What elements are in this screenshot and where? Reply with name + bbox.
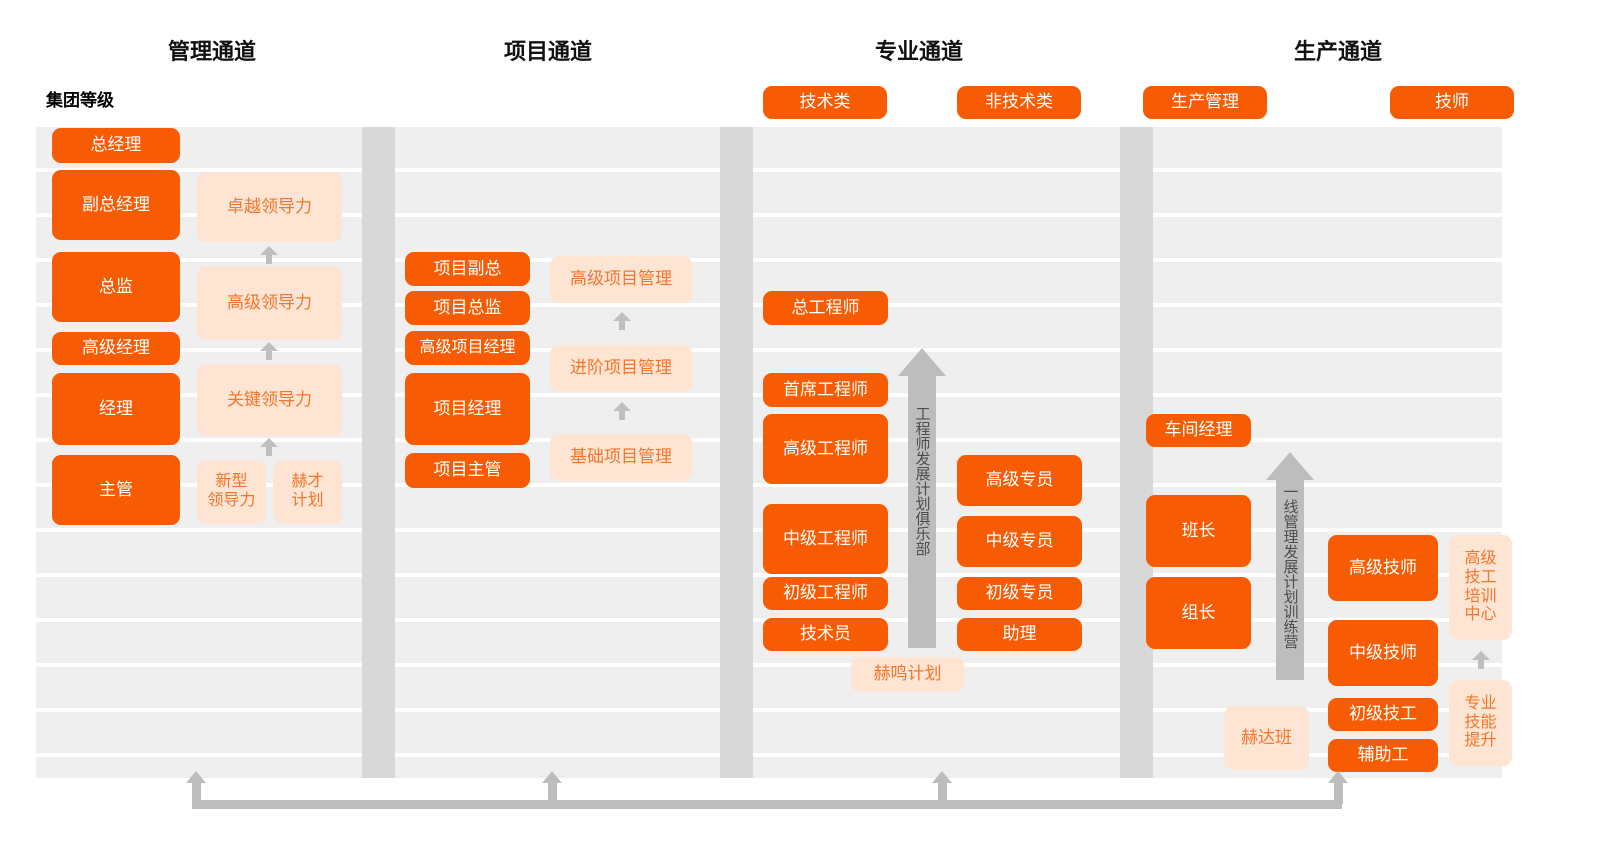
position-chief-engineer[interactable]: 总工程师 xyxy=(763,291,888,325)
position-principal-engineer[interactable]: 首席工程师 xyxy=(763,373,888,407)
arrow-up-icon xyxy=(542,771,562,783)
position-senior-specialist[interactable]: 高级专员 xyxy=(957,455,1082,506)
program-senior-project-mgmt[interactable]: 高级项目管理 xyxy=(550,256,692,303)
vertical-arrow-label: 一线管理发展计划训练营 xyxy=(1281,484,1299,649)
rail-tick xyxy=(192,782,201,804)
position-project-manager[interactable]: 项目经理 xyxy=(405,373,530,445)
position-senior-technician[interactable]: 高级技师 xyxy=(1328,535,1438,601)
position-mid-specialist[interactable]: 中级专员 xyxy=(957,516,1082,567)
position-project-supervisor[interactable]: 项目主管 xyxy=(405,453,530,488)
program-new-leadership[interactable]: 新型 领导力 xyxy=(197,460,266,524)
vertical-arrow-engineer-club: 工程师发展计划俱乐部 xyxy=(898,348,946,648)
vertical-arrow-frontline-camp: 一线管理发展计划训练营 xyxy=(1266,452,1314,680)
position-deputy-gm[interactable]: 副总经理 xyxy=(52,170,180,240)
column-divider xyxy=(1120,127,1153,778)
position-mid-engineer[interactable]: 中级工程师 xyxy=(763,504,888,574)
channel-title-professional: 专业通道 xyxy=(874,39,964,64)
position-junior-specialist[interactable]: 初级专员 xyxy=(957,577,1082,610)
position-senior-manager[interactable]: 高级经理 xyxy=(52,332,180,365)
program-senior-tech-training-center[interactable]: 高级 技工 培训 中心 xyxy=(1449,535,1512,640)
rail-tick xyxy=(548,782,557,804)
position-senior-engineer[interactable]: 高级工程师 xyxy=(763,414,888,484)
position-general-manager[interactable]: 总经理 xyxy=(52,128,180,163)
program-senior-leadership[interactable]: 高级领导力 xyxy=(197,266,342,340)
position-director[interactable]: 总监 xyxy=(52,252,180,322)
position-project-vp[interactable]: 项目副总 xyxy=(405,252,530,286)
position-supervisor[interactable]: 主管 xyxy=(52,455,180,525)
sub-channel-technician[interactable]: 技师 xyxy=(1390,86,1514,119)
row-band xyxy=(36,127,1502,168)
rail-tick xyxy=(1334,782,1343,804)
program-excellent-leadership[interactable]: 卓越领导力 xyxy=(197,172,342,242)
arrow-up-icon xyxy=(186,771,206,783)
program-heming-plan[interactable]: 赫鸣计划 xyxy=(851,657,964,692)
arrow-up-icon xyxy=(1328,771,1348,783)
position-junior-technician[interactable]: 初级技工 xyxy=(1328,698,1438,731)
column-divider xyxy=(720,127,753,778)
program-key-leadership[interactable]: 关键领导力 xyxy=(197,364,342,436)
arrow-up-icon xyxy=(932,771,952,783)
program-advanced-project-mgmt[interactable]: 进阶项目管理 xyxy=(550,345,692,392)
vertical-arrow-label: 工程师发展计划俱乐部 xyxy=(913,406,931,556)
sub-channel-technical[interactable]: 技术类 xyxy=(763,86,887,119)
program-basic-project-mgmt[interactable]: 基础项目管理 xyxy=(550,434,692,481)
position-technician-staff[interactable]: 技术员 xyxy=(763,618,888,651)
program-heda-class[interactable]: 赫达班 xyxy=(1224,706,1309,770)
position-team-leader[interactable]: 班长 xyxy=(1146,495,1251,567)
sub-channel-production-mgmt[interactable]: 生产管理 xyxy=(1143,86,1267,119)
channel-title-management: 管理通道 xyxy=(167,39,257,64)
channel-title-production: 生产通道 xyxy=(1293,39,1383,64)
bottom-connector-rail xyxy=(192,800,1342,809)
position-group-leader[interactable]: 组长 xyxy=(1146,577,1251,649)
sub-channel-non-technical[interactable]: 非技术类 xyxy=(957,86,1081,119)
rail-tick xyxy=(938,782,947,804)
position-project-director[interactable]: 项目总监 xyxy=(405,291,530,325)
program-hecai-plan[interactable]: 赫才 计划 xyxy=(273,460,342,524)
position-mid-technician[interactable]: 中级技师 xyxy=(1328,620,1438,686)
position-helper-worker[interactable]: 辅助工 xyxy=(1328,739,1438,772)
program-professional-skill-upgrade[interactable]: 专业 技能 提升 xyxy=(1449,680,1512,766)
channel-title-project: 项目通道 xyxy=(503,39,593,64)
position-workshop-manager[interactable]: 车间经理 xyxy=(1146,414,1251,447)
position-junior-engineer[interactable]: 初级工程师 xyxy=(763,577,888,610)
position-manager[interactable]: 经理 xyxy=(52,373,180,445)
column-divider xyxy=(362,127,395,778)
position-assistant[interactable]: 助理 xyxy=(957,618,1082,651)
grade-caption: 集团等级 xyxy=(46,91,114,110)
row-band xyxy=(36,667,1502,708)
position-senior-project-manager[interactable]: 高级项目经理 xyxy=(405,331,530,365)
